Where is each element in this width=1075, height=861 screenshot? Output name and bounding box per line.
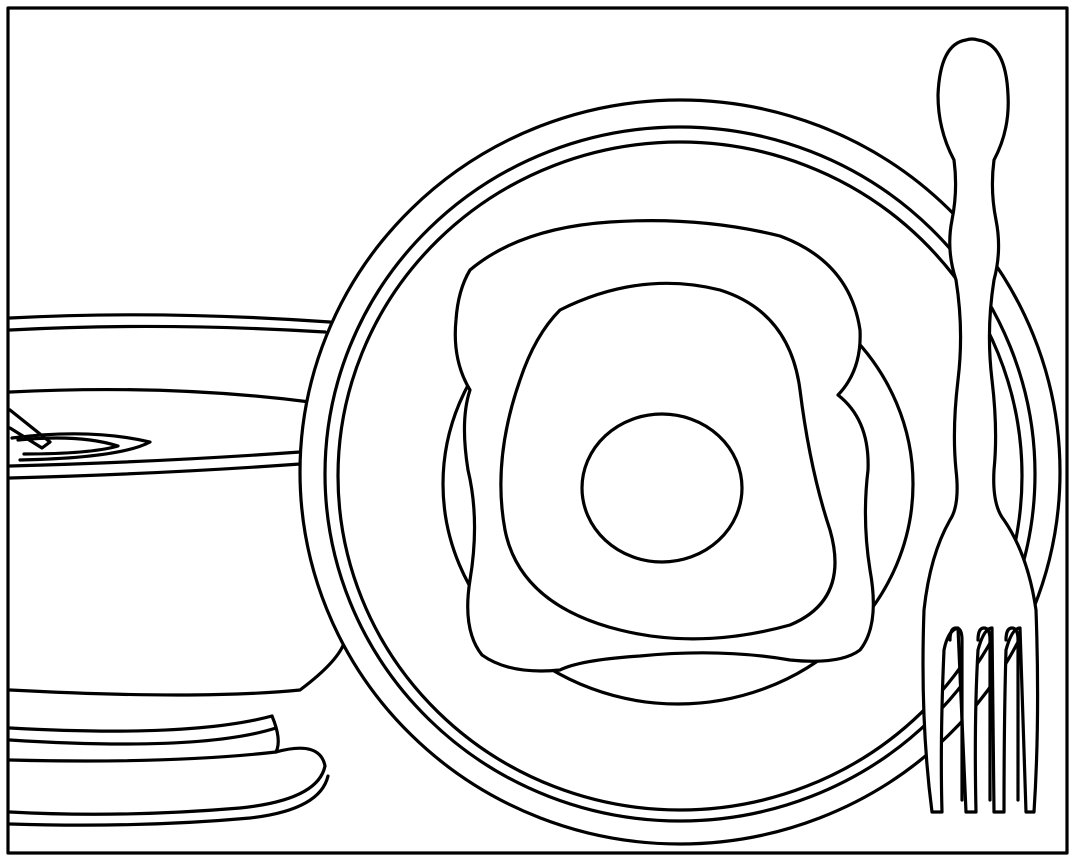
bowl-ripple-inner xyxy=(16,436,120,456)
spoon-icon xyxy=(8,408,52,450)
frame-border xyxy=(6,6,1069,855)
bowl-soup-surface xyxy=(8,387,312,404)
bowl-base-top xyxy=(8,714,274,733)
bowl-rim-back-inner xyxy=(8,324,327,334)
fork-tine-slot-2 xyxy=(976,626,992,802)
fork-tine-slot-3 xyxy=(1004,626,1020,802)
egg-yolk xyxy=(580,412,744,564)
fork-icon xyxy=(921,37,1040,814)
bowl-foot-bottom xyxy=(8,774,330,827)
bowl-body xyxy=(8,638,347,697)
bowl-rim-back xyxy=(8,313,332,324)
bowl-foot-top xyxy=(8,746,327,816)
spoon-handle xyxy=(8,408,52,450)
plate-rim-ring-1 xyxy=(323,125,1037,823)
soup-bowl-icon xyxy=(8,313,347,827)
plate-rim-ring-2 xyxy=(336,140,1024,812)
bowl-foot-right xyxy=(270,714,280,754)
bowl-front-rim-bottom xyxy=(8,462,302,480)
bowl-base-band xyxy=(8,726,278,746)
fork-handle xyxy=(921,37,1040,814)
fried-egg-icon xyxy=(499,281,837,641)
bowl-ripple-outer xyxy=(10,432,152,462)
bowl-front-rim-top xyxy=(8,450,302,468)
fork-tine-slot-1 xyxy=(948,626,964,802)
